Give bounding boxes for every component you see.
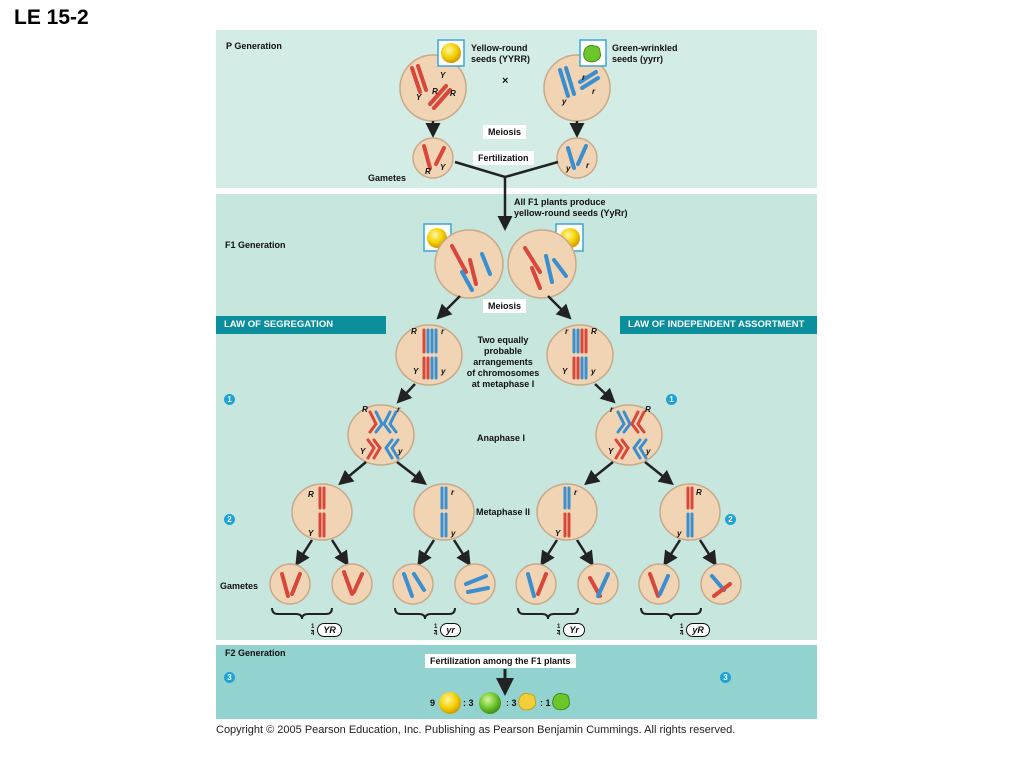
f1-generation-panel	[216, 194, 817, 640]
copyright-notice: Copyright © 2005 Pearson Education, Inc.…	[216, 724, 736, 736]
slide-title: LE 15-2	[14, 6, 89, 29]
fertilization-f1-label: Fertilization among the F1 plants	[425, 654, 576, 668]
f2-generation-label: F2 Generation	[225, 648, 286, 658]
ratio-1: : 1	[540, 698, 551, 708]
ratio-3b: : 3	[506, 698, 517, 708]
f1-generation-label: F1 Generation	[225, 240, 286, 250]
gametes-f1-label: Gametes	[220, 581, 259, 591]
step-3-left: 3	[224, 672, 235, 683]
fertilization-label: Fertilization	[473, 151, 534, 165]
meiosis-p-label: Meiosis	[483, 125, 527, 139]
step-2-right: 2	[725, 514, 736, 525]
gametes-p-label: Gametes	[368, 173, 407, 183]
step-3-right: 3	[720, 672, 731, 683]
ratio-9: 9	[430, 698, 436, 708]
anaphase-label: Anaphase I	[477, 433, 526, 443]
step-1-right: 1	[666, 394, 677, 405]
meiosis-f1-label: Meiosis	[483, 299, 527, 313]
cross-symbol: ×	[502, 75, 509, 87]
ratio-3a: : 3	[463, 698, 474, 708]
law-of-independent-assortment-banner: LAW OF INDEPENDENT ASSORTMENT	[620, 316, 817, 334]
metaphase2-label: Metaphase II	[476, 507, 531, 517]
p-generation-label: P Generation	[226, 41, 282, 51]
step-1-left: 1	[224, 394, 235, 405]
arrangements-note: Two equally probable arrangements of chr…	[466, 335, 540, 389]
step-2-left: 2	[224, 514, 235, 525]
law-of-segregation-banner: LAW OF SEGREGATION	[216, 316, 386, 334]
